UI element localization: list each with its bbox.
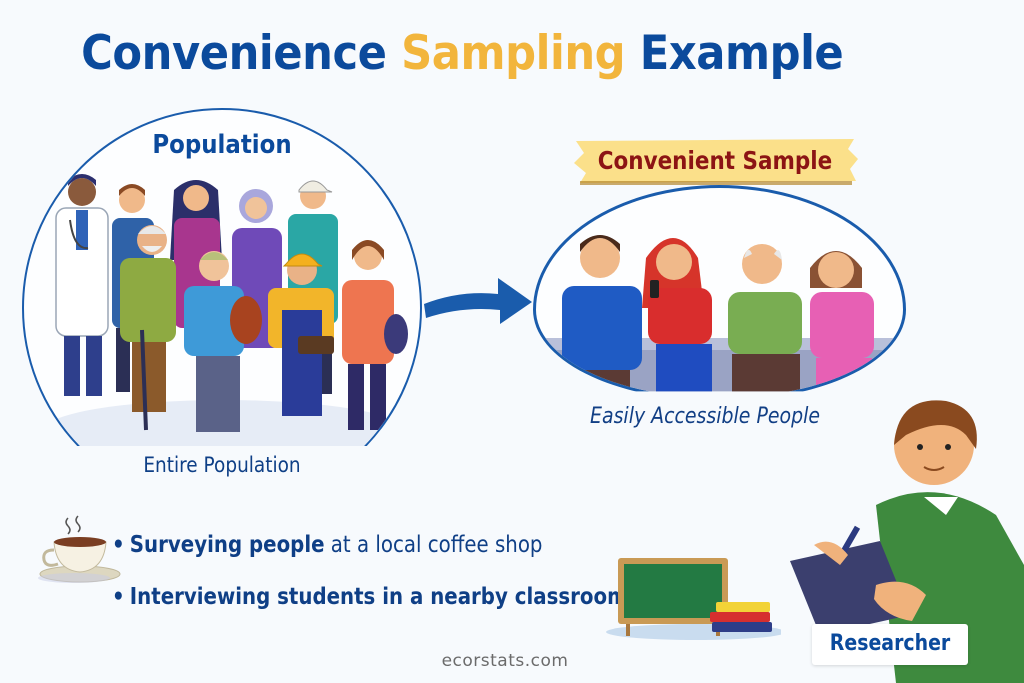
entire-population-caption: Entire Population [143, 453, 301, 477]
banner-label: Convenient Sample [597, 146, 833, 175]
population-heading: Population [152, 130, 292, 160]
coffee-cup-icon [38, 515, 121, 583]
examples-list: •Surveying people at a local coffee shop… [112, 530, 712, 612]
example-item-classroom: •Interviewing students in a nearby class… [112, 584, 628, 610]
title-part-sampling: Sampling [401, 26, 626, 81]
convenient-sample-banner [574, 139, 858, 185]
title-part-example: Example [639, 26, 844, 81]
population-circle [22, 108, 422, 446]
researcher-label: Researcher [812, 624, 968, 665]
convenient-sample-illustration [536, 235, 903, 392]
population-group-illustration [44, 174, 408, 446]
sample-caption: Easily Accessible People [590, 404, 820, 429]
doctor-figure [55, 174, 109, 396]
page-title: Convenience Sampling Example [37, 26, 979, 81]
site-watermark: ecorstats.com [441, 651, 569, 671]
right-arrow-icon [424, 278, 532, 324]
title-part-convenience: Convenience [81, 26, 387, 81]
chalkboard-icon [606, 558, 781, 640]
example-item-coffee-shop: •Surveying people at a local coffee shop [112, 532, 543, 558]
sample-circle [533, 185, 906, 392]
